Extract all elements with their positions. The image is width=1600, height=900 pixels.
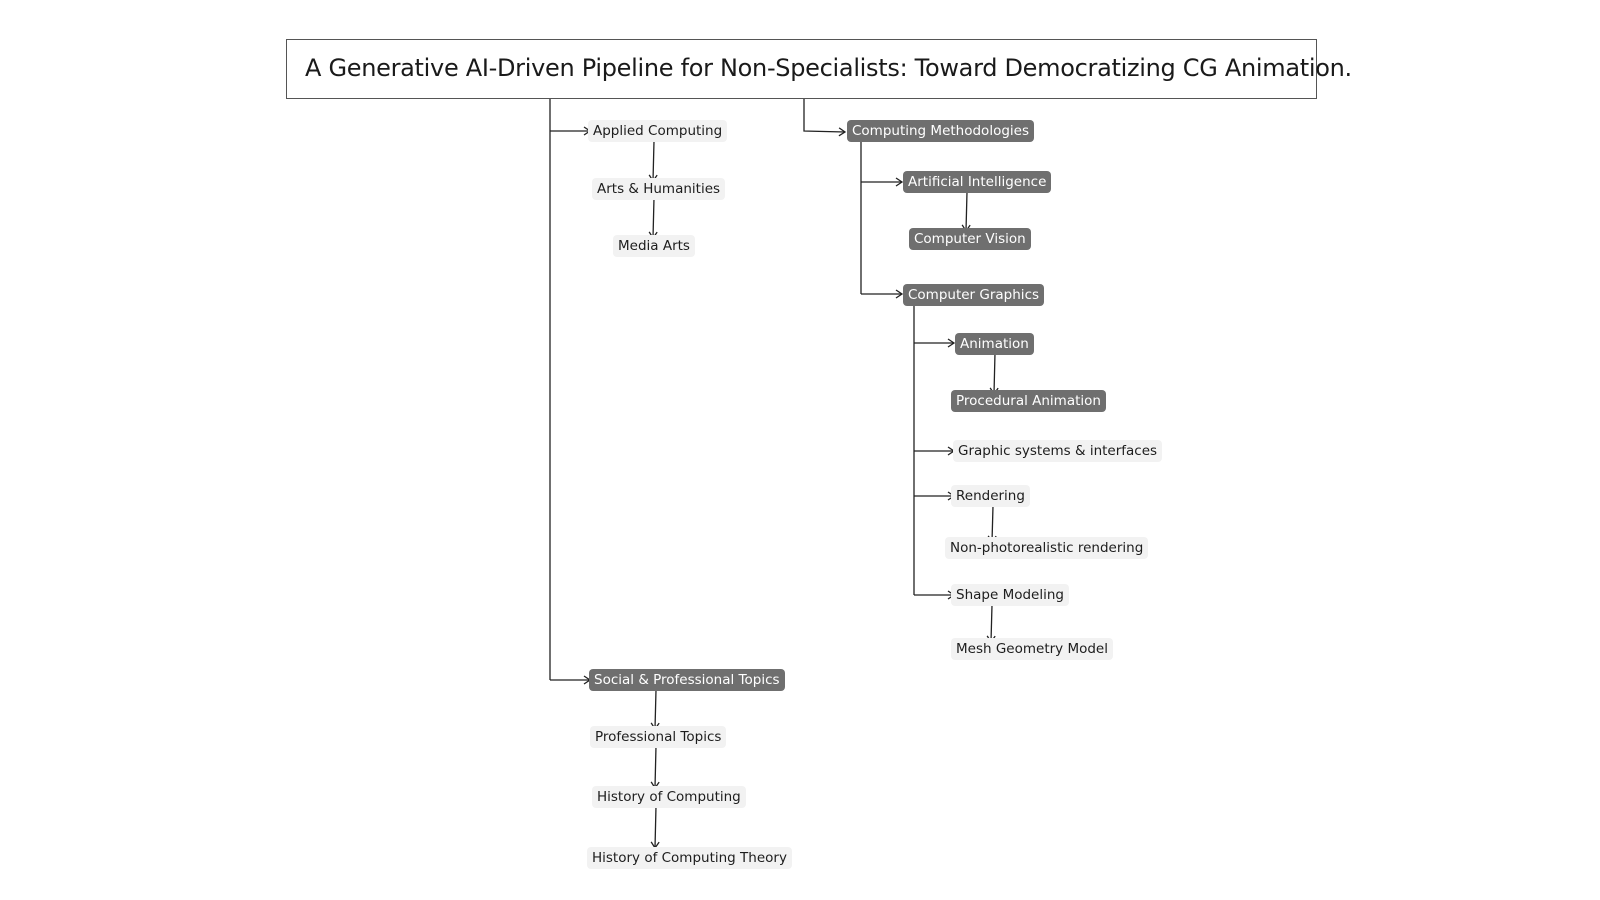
edge-arts-to-media: [648, 197, 658, 240]
node-social-professional: Social & Professional Topics: [589, 669, 785, 691]
edge-rendering-to-npr: [987, 505, 997, 544]
diagram-title: A Generative AI-Driven Pipeline for Non-…: [305, 54, 1352, 82]
node-npr: Non-photorealistic rendering: [945, 537, 1149, 559]
node-artificial-intelligence: Artificial Intelligence: [903, 171, 1052, 193]
node-computer-vision: Computer Vision: [909, 228, 1031, 250]
title-box: A Generative AI-Driven Pipeline for Non-…: [286, 39, 1352, 99]
edge-prof-to-history: [650, 745, 660, 790]
node-procedural-animation: Procedural Animation: [951, 390, 1106, 412]
node-history-theory: History of Computing Theory: [587, 847, 792, 869]
node-graphic-systems: Graphic systems & interfaces: [953, 440, 1163, 462]
edge-applied-to-arts: [648, 140, 658, 183]
node-animation: Animation: [955, 333, 1034, 355]
edge-history-to-theory: [650, 805, 660, 850]
node-rendering: Rendering: [951, 485, 1030, 507]
node-media-arts: Media Arts: [613, 235, 695, 257]
edge-anim-to-procedural: [989, 352, 999, 396]
node-arts-humanities: Arts & Humanities: [592, 178, 726, 200]
edge-to-computing-methodologies: [803, 99, 847, 137]
node-shape-modeling: Shape Modeling: [951, 584, 1069, 606]
node-history-computing: History of Computing: [592, 786, 746, 808]
node-mesh-geometry: Mesh Geometry Model: [951, 638, 1113, 660]
node-professional-topics: Professional Topics: [590, 726, 727, 748]
edge-social-to-prof: [650, 689, 660, 731]
edge-shape-to-mesh: [986, 604, 996, 644]
edge-ai-to-cv: [961, 191, 971, 233]
node-applied-computing: Applied Computing: [588, 120, 728, 142]
node-computing-methodologies: Computing Methodologies: [847, 120, 1034, 142]
node-computer-graphics: Computer Graphics: [903, 284, 1045, 306]
